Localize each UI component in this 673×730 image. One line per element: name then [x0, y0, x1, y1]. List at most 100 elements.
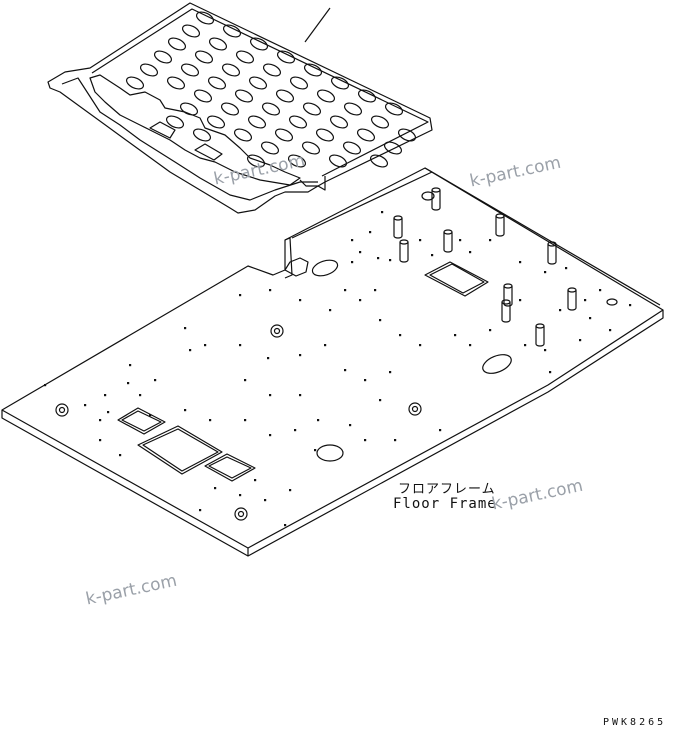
- standoff-stud: [567, 287, 577, 311]
- frame-cutout-rear-inner: [429, 263, 485, 294]
- small-hole: [104, 394, 107, 397]
- floor-mat-slot: [289, 76, 309, 90]
- small-hole: [349, 424, 352, 427]
- small-hole: [599, 289, 602, 292]
- floor-mat-slot: [342, 141, 362, 155]
- small-hole: [364, 439, 367, 442]
- small-hole: [394, 439, 397, 442]
- small-hole: [184, 409, 187, 412]
- floor-mat-slot: [139, 63, 159, 77]
- small-hole: [419, 344, 422, 347]
- small-hole: [284, 524, 287, 527]
- small-hole: [239, 344, 242, 347]
- frame-small-holes: [44, 211, 632, 527]
- small-hole: [364, 379, 367, 382]
- floor-mat-slot: [222, 24, 242, 38]
- small-hole: [299, 299, 302, 302]
- small-hole: [351, 261, 354, 264]
- small-hole: [154, 379, 157, 382]
- floor-mat-slot: [329, 115, 349, 129]
- small-hole: [299, 394, 302, 397]
- floor-mat-slot: [357, 89, 377, 103]
- frame-cutout-front-inner: [142, 428, 219, 472]
- small-hole: [299, 354, 302, 357]
- small-hole: [149, 414, 152, 417]
- floor-mat: [47, 2, 433, 214]
- floor-mat-slot: [302, 102, 322, 116]
- small-hole: [565, 267, 568, 270]
- small-hole: [469, 251, 472, 254]
- small-hole: [379, 319, 382, 322]
- small-hole: [589, 317, 592, 320]
- floor-mat-slot: [153, 50, 173, 64]
- floor-mat-slot: [125, 76, 145, 90]
- small-hole: [609, 329, 612, 332]
- floor-mat-slot: [194, 50, 214, 64]
- frame-oval-hole-2: [482, 354, 512, 374]
- floor-mat-slot: [316, 89, 336, 103]
- frame-cutout-small-1: [117, 407, 166, 435]
- floor-mat-slot: [369, 154, 389, 168]
- small-hole: [129, 364, 132, 367]
- frame-oval-hole-4: [421, 191, 435, 201]
- part-label-japanese: フロアフレーム: [398, 482, 496, 497]
- drawing-code: PWK8265: [603, 717, 667, 728]
- floor-frame-raised-wall: [284, 237, 309, 279]
- small-hole: [107, 411, 110, 414]
- floor-mat-slot: [166, 76, 186, 90]
- standoff-stud: [393, 215, 403, 239]
- floor-mat-slot: [384, 102, 404, 116]
- small-hole: [244, 419, 247, 422]
- small-hole: [199, 509, 202, 512]
- small-hole: [544, 271, 547, 274]
- floor-mat-slot: [208, 37, 228, 51]
- small-hole: [374, 289, 377, 292]
- small-hole: [84, 404, 87, 407]
- small-hole: [184, 327, 187, 330]
- small-hole: [267, 357, 270, 360]
- floor-mat-slot: [315, 128, 335, 142]
- frame-standoff-studs: [393, 187, 577, 347]
- floor-mat-slot: [275, 89, 295, 103]
- floor-mat-slot: [233, 128, 253, 142]
- floor-mat-slot: [206, 115, 226, 129]
- small-hole: [269, 434, 272, 437]
- small-hole: [324, 344, 327, 347]
- small-hole: [549, 371, 552, 374]
- small-hole: [389, 259, 392, 262]
- small-hole: [209, 419, 212, 422]
- floor-mat-slot: [276, 50, 296, 64]
- floor-mat-slot: [328, 154, 348, 168]
- small-hole: [359, 251, 362, 254]
- frame-oval-hole-1: [311, 259, 339, 277]
- small-hole: [344, 369, 347, 372]
- small-hole: [189, 349, 192, 352]
- small-hole: [419, 239, 422, 242]
- floor-frame: [1, 167, 664, 557]
- frame-cutout-front: [137, 425, 223, 475]
- small-hole: [439, 429, 442, 432]
- floor-mat-slot: [249, 37, 269, 51]
- standoff-stud: [535, 323, 545, 347]
- floor-mat-slot: [180, 63, 200, 77]
- floor-mat-slot: [262, 63, 282, 77]
- floor-mat-slot: [192, 128, 212, 142]
- floor-mat-corner-tab: [299, 176, 326, 187]
- small-hole: [559, 309, 562, 312]
- floor-mat-slot: [370, 115, 390, 129]
- small-hole: [377, 257, 380, 260]
- small-hole: [399, 334, 402, 337]
- small-hole: [239, 294, 242, 297]
- floor-mat-slot: [343, 102, 363, 116]
- small-hole: [454, 334, 457, 337]
- small-hole: [389, 371, 392, 374]
- standoff-stud: [503, 283, 513, 307]
- small-hole: [489, 329, 492, 332]
- floor-mat-slot: [246, 154, 266, 168]
- standoff-stud: [501, 299, 511, 323]
- small-hole: [381, 211, 384, 214]
- small-hole: [369, 231, 372, 234]
- floor-mat-inner-edge: [91, 8, 429, 177]
- small-hole: [469, 344, 472, 347]
